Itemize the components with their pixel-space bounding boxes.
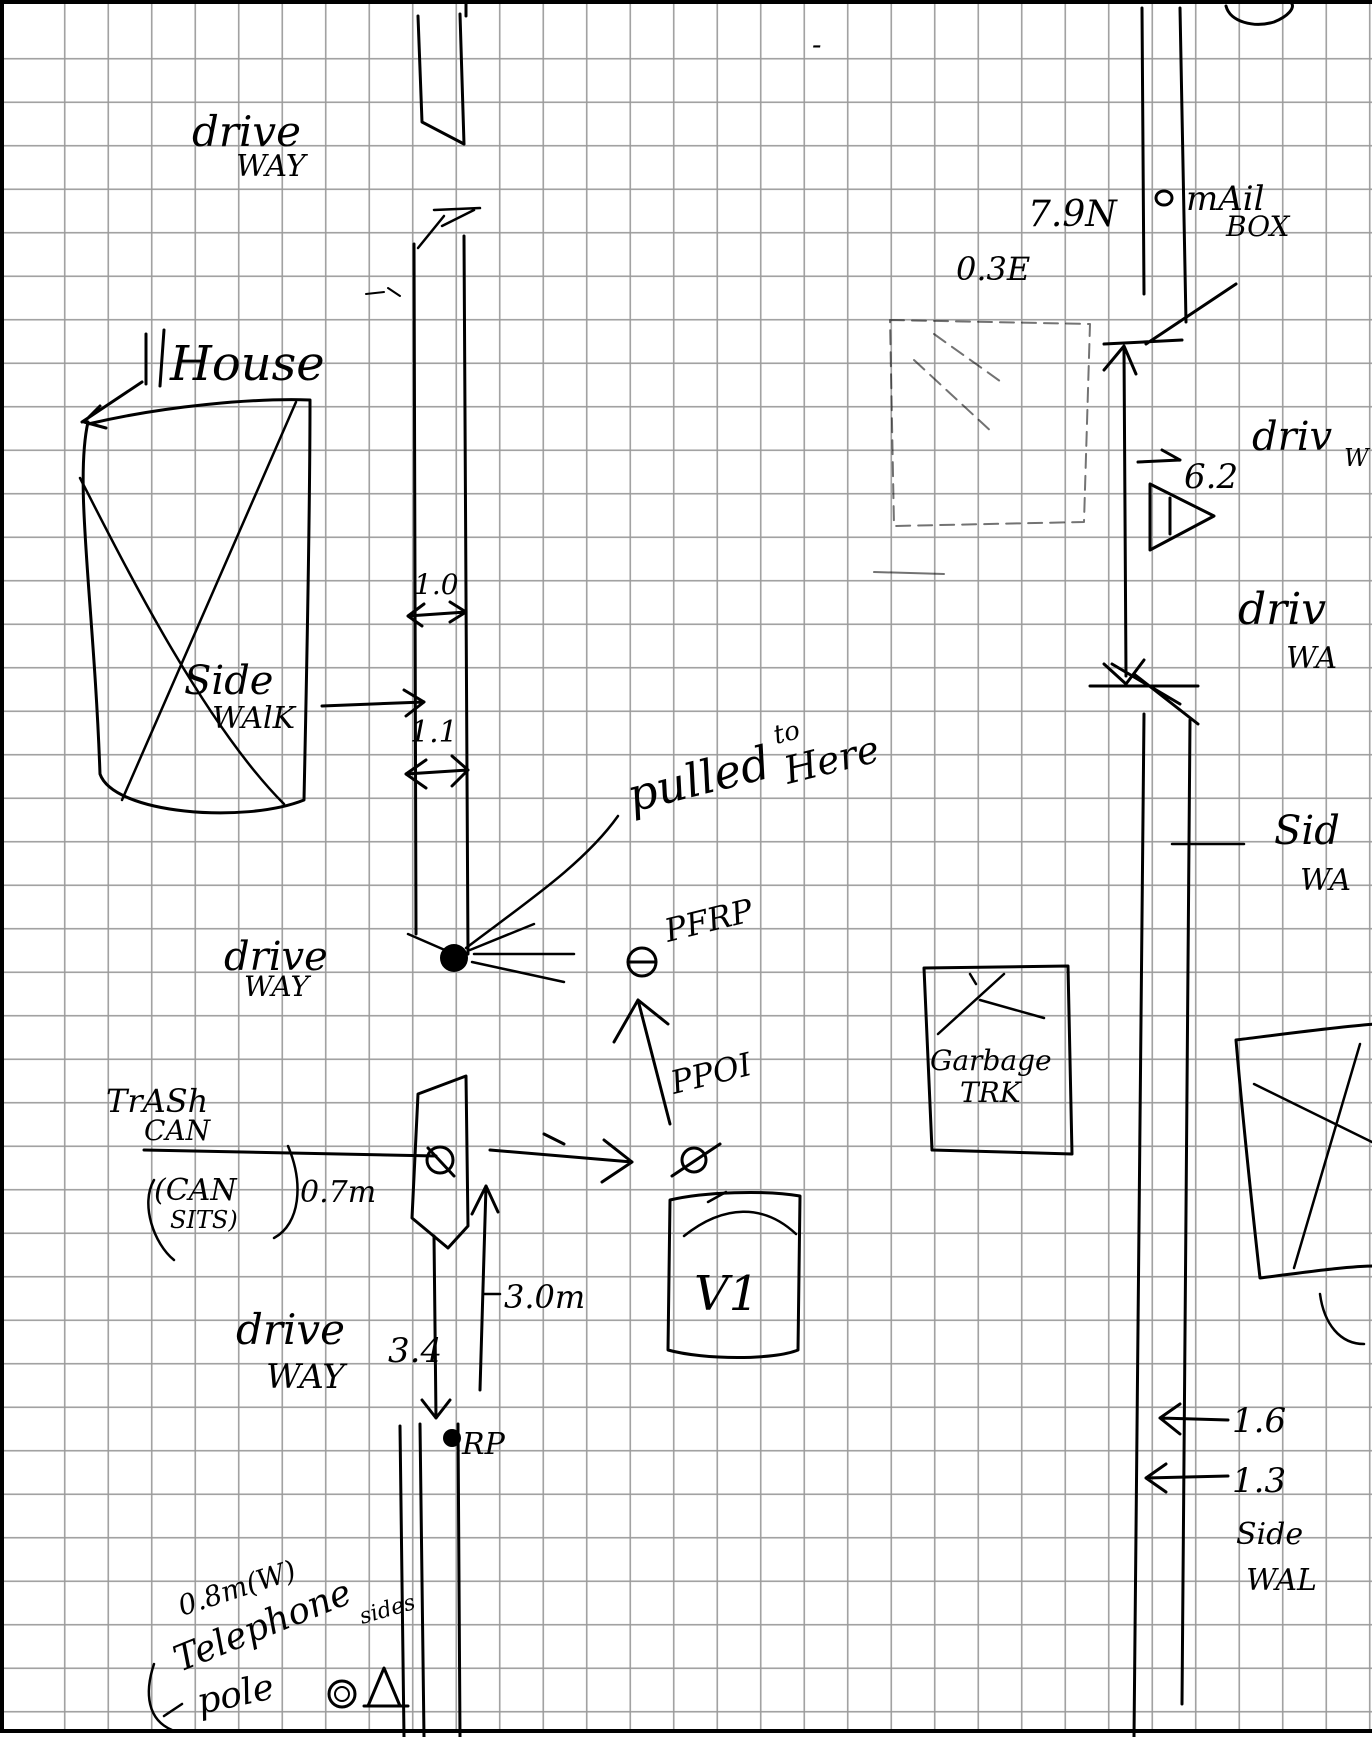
rp-marker: RP: [443, 1427, 506, 1462]
dimension-6-2: 6.2: [1102, 344, 1238, 686]
page-number-circle: [1224, 4, 1294, 26]
right-sidewalk-lower-strip: [1088, 662, 1200, 1737]
sidewalk-right-top-label: Sid WA: [1170, 808, 1351, 898]
svg-text:RP: RP: [461, 1427, 506, 1462]
sidewalk-left-label: Side WAlK: [184, 658, 426, 736]
svg-text:CAN: CAN: [144, 1114, 212, 1147]
svg-text:TRK: TRK: [960, 1076, 1023, 1109]
svg-text:0.7m: 0.7m: [300, 1175, 376, 1210]
dimension-1-0: 1.0: [406, 568, 468, 628]
left-sidewalk-lower-segment: [398, 1422, 462, 1737]
svg-text:1.0: 1.0: [414, 568, 459, 601]
svg-text:driv: driv: [1252, 414, 1333, 460]
driveway-top-left-label: drive WAY: [192, 107, 309, 184]
pulled-to-here-point: pulled to Here: [440, 715, 884, 984]
svg-text:WAL: WAL: [1246, 1563, 1317, 1598]
garbage-truck: Garbage TRK: [922, 964, 1074, 1156]
sidewalk-right-bottom-label: Side WAL: [1236, 1517, 1317, 1598]
svg-text:V1: V1: [694, 1266, 759, 1322]
svg-text:WAlK: WAlK: [212, 701, 297, 736]
dimension-3-4: 3.4: [388, 1234, 452, 1420]
trash-to-vehicle-arrow: [488, 1132, 634, 1184]
dimension-1-1: 1.1: [404, 715, 470, 790]
ppoi-arrow: PPOI: [612, 998, 757, 1126]
svg-text:6.2: 6.2: [1184, 457, 1238, 497]
svg-text:1.1: 1.1: [410, 715, 458, 750]
svg-text:TrASh: TrASh: [106, 1082, 208, 1120]
telephone-pole-label: 0.8m(W) Telephone pole sides: [147, 1554, 418, 1732]
svg-text:3.0m: 3.0m: [504, 1278, 585, 1316]
svg-text:WA: WA: [1300, 863, 1351, 898]
svg-text:0.3E: 0.3E: [956, 250, 1030, 288]
svg-text:WA: WA: [1286, 641, 1337, 676]
house-outline: [78, 380, 312, 815]
pfrp-marker: PFRP: [626, 891, 757, 978]
svg-text:3.4: 3.4: [388, 1331, 442, 1371]
svg-text:SITS): SITS): [170, 1206, 238, 1234]
trash-can-box: [410, 1074, 470, 1250]
svg-text:sides: sides: [357, 1590, 418, 1630]
driveway-mid-left-label: drive WAY: [224, 934, 328, 1003]
svg-text:WAY: WAY: [244, 970, 311, 1003]
svg-text:drive: drive: [236, 1305, 345, 1354]
svg-text:Side: Side: [184, 658, 273, 704]
svg-text:7.9N: 7.9N: [1028, 194, 1118, 235]
svg-text:PFRP: PFRP: [660, 891, 757, 950]
telephone-pole-symbol: [327, 1666, 410, 1709]
dimension-1-6: 1.6: [1158, 1401, 1286, 1441]
svg-text:drive: drive: [192, 107, 301, 156]
svg-text:W: W: [1344, 444, 1371, 472]
dimension-1-3: 1.3: [1144, 1461, 1286, 1501]
svg-text:drive: drive: [224, 934, 328, 980]
right-sidewalk-top-strip: [1140, 6, 1188, 324]
driveway-low-left-label: drive WAY: [236, 1305, 348, 1397]
house-label: House: [144, 328, 325, 392]
left-sidewalk-strip: [365, 206, 482, 956]
hand-drawn-scene-sketch: - 1.0 1.1 Side WAlK House drive: [78, 4, 1372, 1737]
svg-text:BOX: BOX: [1225, 210, 1291, 243]
svg-text:(CAN: (CAN: [154, 1173, 238, 1208]
mailbox-pointer: [1102, 282, 1238, 346]
svg-text:pulled: pulled: [622, 735, 776, 823]
svg-text:Sid: Sid: [1274, 808, 1340, 854]
svg-text:1.6: 1.6: [1232, 1401, 1286, 1441]
dimension-3-0m: 3.0m: [470, 1184, 585, 1392]
left-sidewalk-top-segment: [416, 12, 466, 146]
svg-text:WAY: WAY: [236, 149, 309, 184]
mailbox-label: 7.9N 0.3E mAil BOX: [956, 179, 1291, 288]
svg-text:driv: driv: [1238, 584, 1326, 635]
trash-can-label: TrASh CAN (CAN SITS) 0.7m: [106, 1082, 438, 1262]
svg-text:Side: Side: [1236, 1517, 1303, 1552]
top-mark: -: [812, 28, 821, 61]
svg-text:mAil: mAil: [1186, 179, 1265, 219]
driveway-flag-icon: [1148, 482, 1216, 552]
svg-text:pole: pole: [193, 1667, 277, 1723]
right-building-outline: [1234, 1022, 1372, 1346]
svg-text:PPOI: PPOI: [666, 1045, 757, 1102]
svg-text:WAY: WAY: [266, 1357, 348, 1397]
right-driveway-labels: driv W driv WA: [1238, 414, 1371, 676]
svg-text:House: House: [169, 336, 325, 392]
vehicle-v1: V1: [666, 1142, 802, 1359]
svg-text:Garbage: Garbage: [930, 1044, 1052, 1077]
faint-structure-outline: [873, 319, 1091, 575]
svg-text:1.3: 1.3: [1232, 1461, 1286, 1501]
